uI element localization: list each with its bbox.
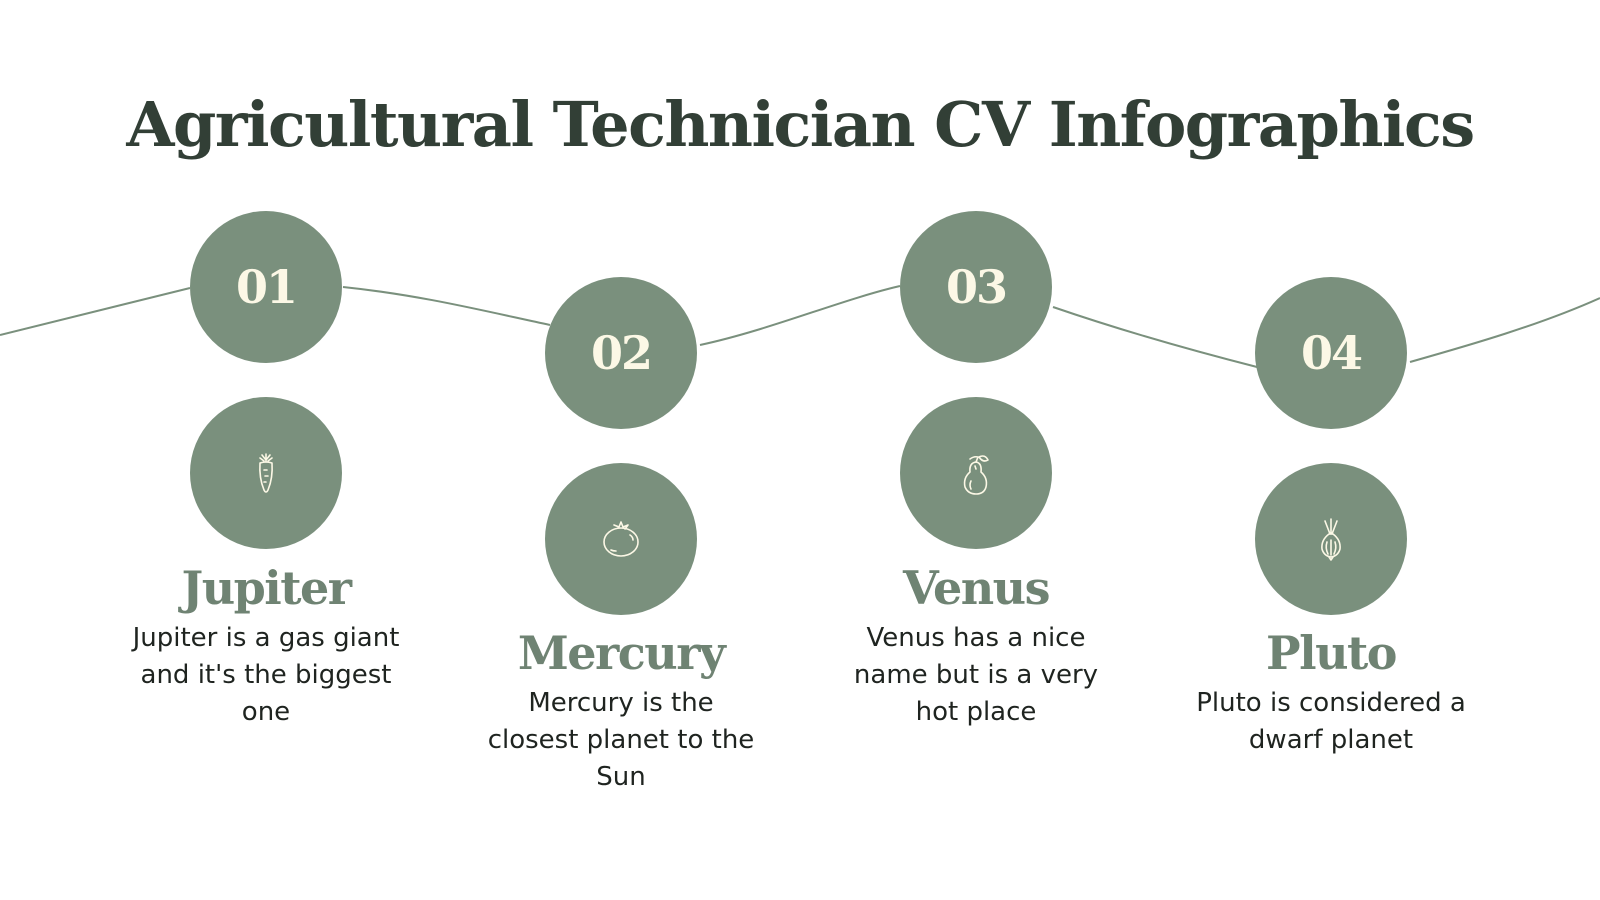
carrot-icon: [259, 453, 273, 493]
step-text-02: Mercury Mercury is the closest planet to…: [471, 625, 771, 796]
step-title: Pluto: [1266, 626, 1397, 680]
step-number-badge-01: 01: [190, 211, 342, 363]
step-number: 03: [945, 260, 1008, 314]
tomato-icon: [603, 521, 639, 557]
step-number-badge-04: 04: [1255, 277, 1407, 429]
step-description: Venus has a nice name but is a very hot …: [853, 623, 1099, 727]
onion-icon: [1321, 518, 1341, 561]
step-title: Venus: [902, 561, 1051, 615]
step-icon-circle-04: [1255, 463, 1407, 615]
step-number: 01: [235, 260, 298, 314]
step-icon-circle-01: [190, 397, 342, 549]
step-description: Pluto is considered a dwarf planet: [1196, 688, 1466, 755]
step-text-03: Venus Venus has a nice name but is a ver…: [826, 560, 1126, 731]
step-text-04: Pluto Pluto is considered a dwarf planet: [1181, 625, 1481, 759]
step-text-01: Jupiter Jupiter is a gas giant and it's …: [116, 560, 416, 731]
step-number: 02: [590, 326, 653, 380]
step-title: Jupiter: [181, 561, 352, 615]
slide-title: Agricultural Technician CV Infographics: [126, 88, 1475, 161]
step-description: Jupiter is a gas giant and it's the bigg…: [132, 623, 400, 727]
step-description: Mercury is the closest planet to the Sun: [487, 688, 755, 792]
pear-icon: [963, 455, 989, 495]
step-number: 04: [1300, 326, 1363, 380]
step-title: Mercury: [517, 626, 726, 680]
step-number-badge-03: 03: [900, 211, 1052, 363]
step-number-badge-02: 02: [545, 277, 697, 429]
step-icon-circle-02: [545, 463, 697, 615]
step-icon-circle-03: [900, 397, 1052, 549]
